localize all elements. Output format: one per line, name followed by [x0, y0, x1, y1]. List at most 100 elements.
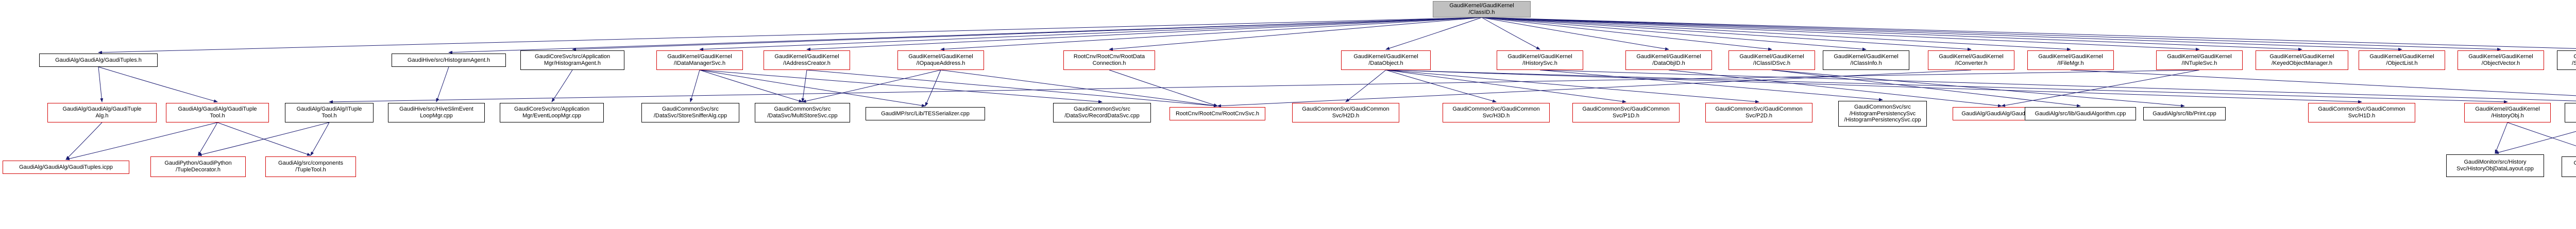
graph-edge — [802, 69, 941, 103]
graph-node[interactable]: GaudiCommonSvc/src /DataSvc/MultiStoreSv… — [755, 103, 850, 122]
graph-edge — [1771, 69, 2185, 108]
node-label: GaudiKernel/GaudiKernel /SharedObjectsCo… — [2571, 54, 2576, 66]
graph-edge — [699, 17, 1482, 51]
graph-edge — [2495, 131, 2576, 154]
graph-node[interactable]: GaudiKernel/GaudiKernel /KeyedObjectMana… — [2256, 50, 2348, 70]
graph-node[interactable]: GaudiCommonSvc/GaudiCommon Svc/P2D.h — [1705, 103, 1812, 122]
graph-edge — [1385, 69, 1497, 102]
graph-node[interactable]: GaudiAlg/src/lib/Print.cpp — [2143, 107, 2226, 120]
graph-edge — [925, 69, 941, 107]
graph-node[interactable]: GaudiAlg/GaudiAlg/GaudiTuple Tool.h — [166, 103, 269, 122]
graph-node[interactable]: GaudiKernel/GaudiKernel /HistoryObj.h — [2464, 103, 2551, 122]
node-label: GaudiAlg/GaudiAlg/GaudiTuple Tool.h — [178, 106, 257, 119]
graph-node[interactable]: GaudiCommonSvc/src /DataSvc/RecordDataSv… — [1053, 103, 1151, 122]
graph-node[interactable]: GaudiKernel/GaudiKernel /IHistorySvc.h — [1497, 50, 1583, 70]
graph-node[interactable]: GaudiHive/src/HistogramAgent.h — [392, 54, 506, 67]
graph-root-node[interactable]: GaudiKernel/GaudiKernel /ClassID.h — [1433, 1, 1531, 17]
graph-node[interactable]: GaudiAlg/GaudiAlg/GaudiTuples.icpp — [3, 161, 129, 174]
node-label: RootCnv/RootCnv/RootData Connection.h — [1073, 54, 1145, 66]
graph-edge — [940, 69, 1218, 108]
node-label: GaudiKernel/GaudiKernel /DataObject.h — [1353, 54, 1418, 66]
graph-edge — [1345, 69, 1386, 102]
graph-edge — [572, 17, 1482, 51]
node-label: GaudiKernel/GaudiKernel /DataObjID.h — [1636, 54, 1701, 66]
node-label: GaudiMonitor/src/History Svc.h — [2567, 106, 2576, 119]
graph-node[interactable]: GaudiPython/GaudiPython /TupleDecorator.… — [150, 156, 246, 177]
graph-node[interactable]: GaudiKernel/GaudiKernel /ObjectVector.h — [2458, 50, 2544, 70]
node-label: GaudiMonitor/src/History Svc/HistoryObjD… — [2456, 159, 2534, 172]
graph-node[interactable]: GaudiCommonSvc/GaudiCommon Svc/H1D.h — [2308, 103, 2415, 122]
node-label: GaudiAlg/GaudiAlg/GaudiTuple Alg.h — [62, 106, 142, 119]
node-label: GaudiKernel/GaudiKernel /ObjectVector.h — [2468, 54, 2533, 66]
graph-node[interactable]: GaudiKernel/GaudiKernel /DataObjID.h — [1625, 50, 1712, 70]
graph-node[interactable]: GaudiKernel/GaudiKernel /DataObject.h — [1341, 50, 1431, 70]
graph-node[interactable]: GaudiMonitor/src/History Svc/HistoryObjD… — [2446, 154, 2544, 177]
node-label: GaudiCommonSvc/GaudiCommon Svc/H1D.h — [2318, 106, 2405, 119]
node-label: GaudiAlg/GaudiAlg/ITuple Tool.h — [296, 106, 362, 119]
node-label: GaudiAlg/GaudiAlg/GaudiTuples.icpp — [19, 164, 113, 170]
graph-node[interactable]: GaudiKernel/GaudiKernel /INTupleSvc.h — [2156, 50, 2243, 70]
graph-edge — [448, 17, 1482, 54]
graph-node[interactable]: GaudiHive/src/HiveSlimEvent LoopMgr.cpp — [388, 103, 485, 122]
graph-edge — [801, 69, 807, 102]
graph-edge — [699, 69, 1103, 103]
graph-edge — [1481, 17, 1669, 50]
graph-node[interactable]: RootCnv/RootCnv/RootData Connection.h — [1063, 50, 1155, 70]
graph-edge — [98, 66, 104, 102]
graph-node[interactable]: GaudiKernel/GaudiKernel /IClassIDSvc.h — [1728, 50, 1815, 70]
graph-edge — [690, 69, 700, 102]
node-label: GaudiCommonSvc/GaudiCommon Svc/H2D.h — [1302, 106, 1389, 119]
graph-node[interactable]: GaudiCommonSvc/src /HistogramPersistency… — [1838, 101, 1927, 127]
graph-node[interactable]: GaudiCommonSvc/src /DataSvc/StoreSniffer… — [641, 103, 739, 122]
node-label: GaudiKernel/GaudiKernel /IHistorySvc.h — [1507, 54, 1572, 66]
graph-edge — [197, 122, 218, 156]
node-label: GaudiAlg/GaudiAlg/GaudiTuples.h — [55, 57, 142, 63]
graph-node[interactable]: GaudiAlg/GaudiAlg/GaudiTuple Alg.h — [47, 103, 157, 122]
graph-node[interactable]: GaudiMP/src/Lib/TESSerializer.cpp — [866, 107, 985, 120]
node-label: GaudiAlg/src/components /TupleTool.h — [278, 160, 343, 173]
graph-edge — [1481, 17, 2302, 51]
graph-edge — [551, 69, 573, 102]
graph-node[interactable]: GaudiAlg/GaudiAlg/ITuple Tool.h — [285, 103, 374, 122]
graph-edge — [1385, 69, 1759, 103]
node-label: GaudiCommonSvc/GaudiCommon Svc/P2D.h — [1715, 106, 1803, 119]
node-label: GaudiHive/src/HistogramAgent.h — [407, 57, 490, 63]
graph-node[interactable]: GaudiKernel/GaudiKernel /IDataManagerSvc… — [656, 50, 743, 70]
graph-edge — [1109, 69, 1218, 107]
graph-edge — [1109, 17, 1482, 51]
graph-node[interactable]: GaudiAlg/GaudiAlg/GaudiTuples.h — [39, 54, 158, 67]
graph-node[interactable]: GaudiKernel/GaudiKernel /ObjectList.h — [2359, 50, 2445, 70]
graph-edge — [2070, 69, 2576, 96]
graph-edge — [1539, 69, 1883, 101]
graph-node[interactable]: GaudiCoreSvc/src/Application Mgr/Histogr… — [520, 50, 624, 70]
node-label: GaudiCommonSvc/GaudiCommon Svc/H3D.h — [1452, 106, 1540, 119]
graph-node[interactable]: GaudiMonitor/src/History Svc.cpp — [2562, 156, 2576, 177]
graph-edge — [436, 66, 449, 102]
graph-node[interactable]: GaudiCoreSvc/src/Application Mgr/EventLo… — [500, 103, 604, 122]
node-label: GaudiKernel/GaudiKernel /INTupleSvc.h — [2167, 54, 2232, 66]
graph-edge — [1481, 17, 2071, 51]
graph-edge — [65, 122, 103, 160]
graph-node[interactable]: GaudiKernel/GaudiKernel /IFileMgr.h — [2027, 50, 2114, 70]
node-label: GaudiHive/src/HiveSlimEvent LoopMgr.cpp — [399, 106, 473, 119]
node-label: GaudiCommonSvc/src /DataSvc/RecordDataSv… — [1064, 106, 1140, 119]
node-label: GaudiCoreSvc/src/Application Mgr/Histogr… — [534, 54, 611, 66]
graph-node[interactable]: GaudiAlg/src/lib/GaudiAlgorithm.cpp — [2025, 107, 2136, 120]
graph-node[interactable]: GaudiKernel/GaudiKernel /IAddressCreator… — [764, 50, 850, 70]
node-label: GaudiCoreSvc/src/Application Mgr/EventLo… — [514, 106, 590, 119]
graph-node[interactable]: GaudiAlg/src/components /TupleTool.h — [265, 156, 356, 177]
graph-node[interactable]: RootCnv/RootCnv/RootCnvSvc.h — [1170, 107, 1265, 120]
graph-edge — [1385, 69, 1626, 103]
graph-edge — [1481, 17, 2501, 51]
graph-node[interactable]: GaudiCommonSvc/GaudiCommon Svc/H2D.h — [1292, 103, 1399, 122]
graph-node[interactable]: GaudiKernel/GaudiKernel /IConverter.h — [1928, 50, 2014, 70]
graph-node[interactable]: GaudiMonitor/src/History Svc.h — [2565, 103, 2576, 122]
graph-node[interactable]: GaudiCommonSvc/GaudiCommon Svc/H3D.h — [1443, 103, 1550, 122]
graph-node[interactable]: GaudiKernel/GaudiKernel /IClassInfo.h — [1823, 50, 1909, 70]
graph-node[interactable]: GaudiKernel/GaudiKernel /SharedObjectsCo… — [2557, 50, 2576, 70]
graph-node[interactable]: GaudiKernel/GaudiKernel /IOpaqueAddress.… — [897, 50, 984, 70]
graph-edge — [2001, 69, 2200, 107]
graph-node[interactable]: GaudiCommonSvc/GaudiCommon Svc/P1D.h — [1572, 103, 1680, 122]
node-label: GaudiKernel/GaudiKernel /HistoryObj.h — [2475, 106, 2540, 119]
